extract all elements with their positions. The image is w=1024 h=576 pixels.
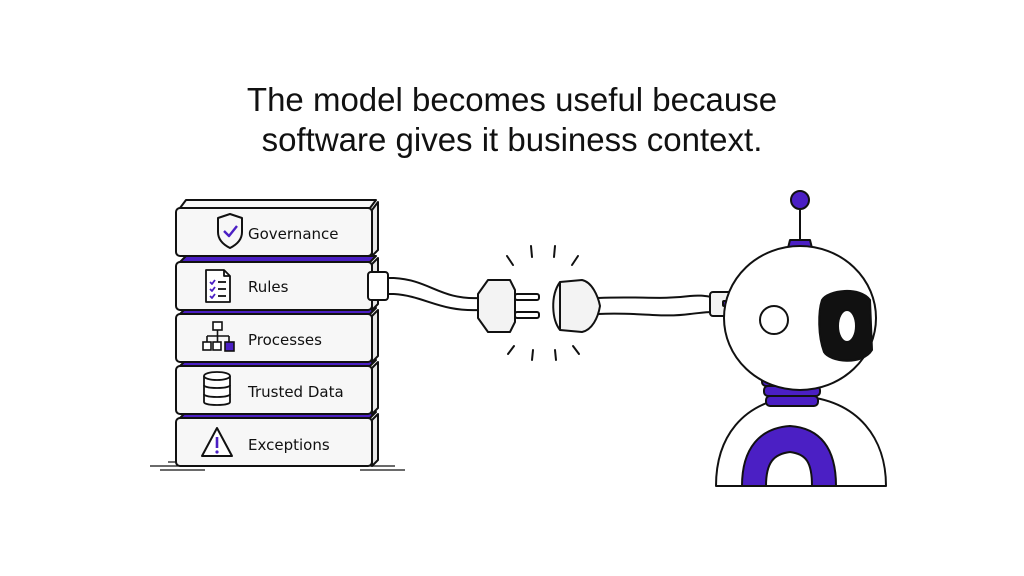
robot-body [715,395,887,487]
block-label-exceptions: Exceptions [248,436,330,454]
headline: The model becomes useful because softwar… [0,80,1024,160]
headline-line-2: software gives it business context. [261,121,763,158]
connection-sparks [506,245,580,361]
robot-head [723,245,877,391]
block-label-trusted-data: Trusted Data [247,383,344,401]
stack-cable [367,271,481,312]
robot [715,190,887,487]
plug-male [477,279,540,333]
robot-antenna [787,190,813,249]
checklist-document-icon [205,269,231,303]
headline-line-1: The model becomes useful because [246,81,778,118]
database-icon [203,371,231,406]
block-label-governance: Governance [248,225,339,243]
shield-check-icon [217,213,243,249]
block-label-rules: Rules [248,278,289,296]
plug-female [552,279,601,333]
flowchart-icon [202,321,235,352]
robot-cable [597,291,743,317]
block-label-processes: Processes [248,331,322,349]
warning-triangle-icon [201,427,233,457]
